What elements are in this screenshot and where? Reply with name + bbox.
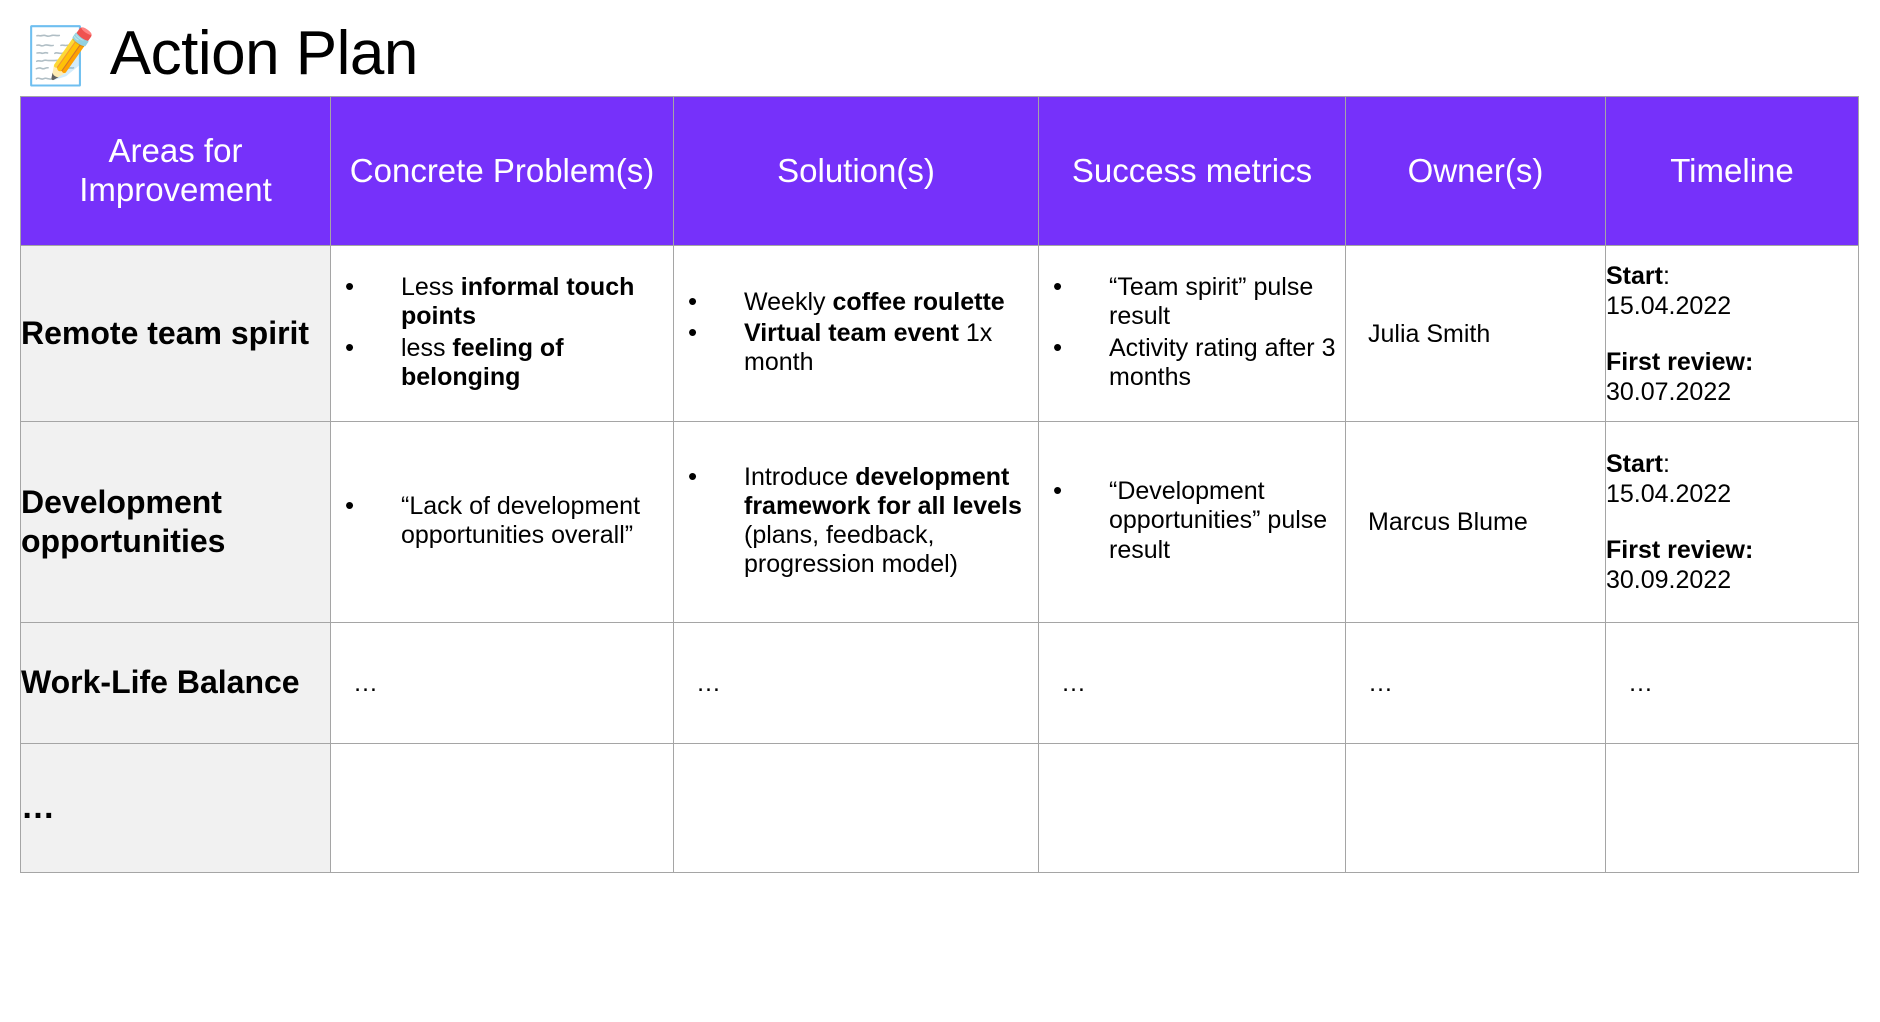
action-plan-table-wrap: Areas for Improvement Concrete Problem(s…: [0, 96, 1880, 873]
cell-solutions: Introduce development framework for all …: [673, 421, 1039, 623]
column-header-solutions: Solution(s): [673, 96, 1039, 246]
column-header-metrics: Success metrics: [1038, 96, 1346, 246]
column-header-owners: Owner(s): [1345, 96, 1606, 246]
metric-list: “Development opportunities” pulse result: [1039, 475, 1345, 565]
column-header-areas: Areas for Improvement: [20, 96, 331, 246]
list-item: “Lack of development opportunities overa…: [331, 490, 673, 551]
list-item: Less informal touch points: [331, 271, 673, 332]
timeline-spacer: [1606, 509, 1858, 535]
cell-owner: …: [1345, 622, 1606, 744]
list-item: Virtual team event 1x month: [674, 317, 1038, 378]
list-item: Weekly coffee roulette: [674, 286, 1038, 317]
solution-list: Introduce development framework for all …: [674, 461, 1038, 580]
memo-icon: 📝: [26, 24, 96, 87]
timeline-review: First review: 30.09.2022: [1606, 535, 1858, 595]
timeline-start-value: 15.04.2022: [1606, 291, 1732, 320]
cell-timeline: Start: 15.04.2022 First review: 30.07.20…: [1605, 245, 1859, 422]
timeline-start-label: Start: [1606, 261, 1663, 290]
list-item: Activity rating after 3 months: [1039, 332, 1345, 393]
timeline-review-label: First review:: [1606, 536, 1754, 564]
timeline-review-value: 30.07.2022: [1606, 377, 1732, 406]
list-item: “Team spirit” pulse result: [1039, 271, 1345, 332]
list-item: Introduce development framework for all …: [674, 461, 1038, 580]
cell-area: …: [20, 743, 331, 873]
metric-list: “Team spirit” pulse result Activity rati…: [1039, 271, 1345, 393]
cell-owner: [1345, 743, 1606, 873]
timeline-start: Start: 15.04.2022: [1606, 261, 1858, 321]
page-title-text: Action Plan: [109, 19, 419, 88]
solution-list: Weekly coffee roulette Virtual team even…: [674, 286, 1038, 378]
table-row: Remote team spirit Less informal touch p…: [20, 245, 1859, 422]
cell-area: Development opportunities: [20, 421, 331, 623]
cell-area: Remote team spirit: [20, 245, 331, 422]
cell-metrics: [1038, 743, 1346, 873]
cell-problems: [330, 743, 674, 873]
table-header-row: Areas for Improvement Concrete Problem(s…: [20, 96, 1859, 246]
cell-timeline: [1605, 743, 1859, 873]
column-header-problems: Concrete Problem(s): [330, 96, 674, 246]
cell-problems: Less informal touch points less feeling …: [330, 245, 674, 422]
table-row: Development opportunities “Lack of devel…: [20, 421, 1859, 623]
cell-owner: Julia Smith: [1345, 245, 1606, 422]
list-item: “Development opportunities” pulse result: [1039, 475, 1345, 565]
cell-timeline: …: [1605, 622, 1859, 744]
timeline-review-label: First review:: [1606, 347, 1754, 376]
timeline-review-value: 30.09.2022: [1606, 566, 1732, 594]
table-row: …: [20, 743, 1859, 873]
timeline-start-value: 15.04.2022: [1606, 480, 1732, 508]
cell-problems: …: [330, 622, 674, 744]
action-plan-table: Areas for Improvement Concrete Problem(s…: [20, 96, 1859, 873]
timeline-start-sep: :: [1662, 450, 1670, 478]
cell-problems: “Lack of development opportunities overa…: [330, 421, 674, 623]
timeline-review: First review: 30.07.2022: [1606, 347, 1858, 407]
cell-timeline: Start: 15.04.2022 First review: 30.09.20…: [1605, 421, 1859, 623]
problem-list: “Lack of development opportunities overa…: [331, 490, 673, 551]
cell-metrics: “Team spirit” pulse result Activity rati…: [1038, 245, 1346, 422]
cell-solutions: …: [673, 622, 1039, 744]
timeline-start-label: Start: [1606, 450, 1663, 478]
cell-area: Work-Life Balance: [20, 622, 331, 744]
timeline-spacer: [1606, 321, 1858, 347]
cell-metrics: …: [1038, 622, 1346, 744]
table-row: Work-Life Balance … … … … …: [20, 622, 1859, 744]
list-item: less feeling of belonging: [331, 332, 673, 393]
column-header-timeline: Timeline: [1605, 96, 1859, 246]
cell-metrics: “Development opportunities” pulse result: [1038, 421, 1346, 623]
cell-solutions: [673, 743, 1039, 873]
cell-owner: Marcus Blume: [1345, 421, 1606, 623]
page-title: 📝 Action Plan: [0, 0, 1880, 96]
cell-solutions: Weekly coffee roulette Virtual team even…: [673, 245, 1039, 422]
timeline-start-sep: :: [1662, 261, 1670, 290]
timeline-start: Start: 15.04.2022: [1606, 449, 1858, 509]
problem-list: Less informal touch points less feeling …: [331, 271, 673, 393]
